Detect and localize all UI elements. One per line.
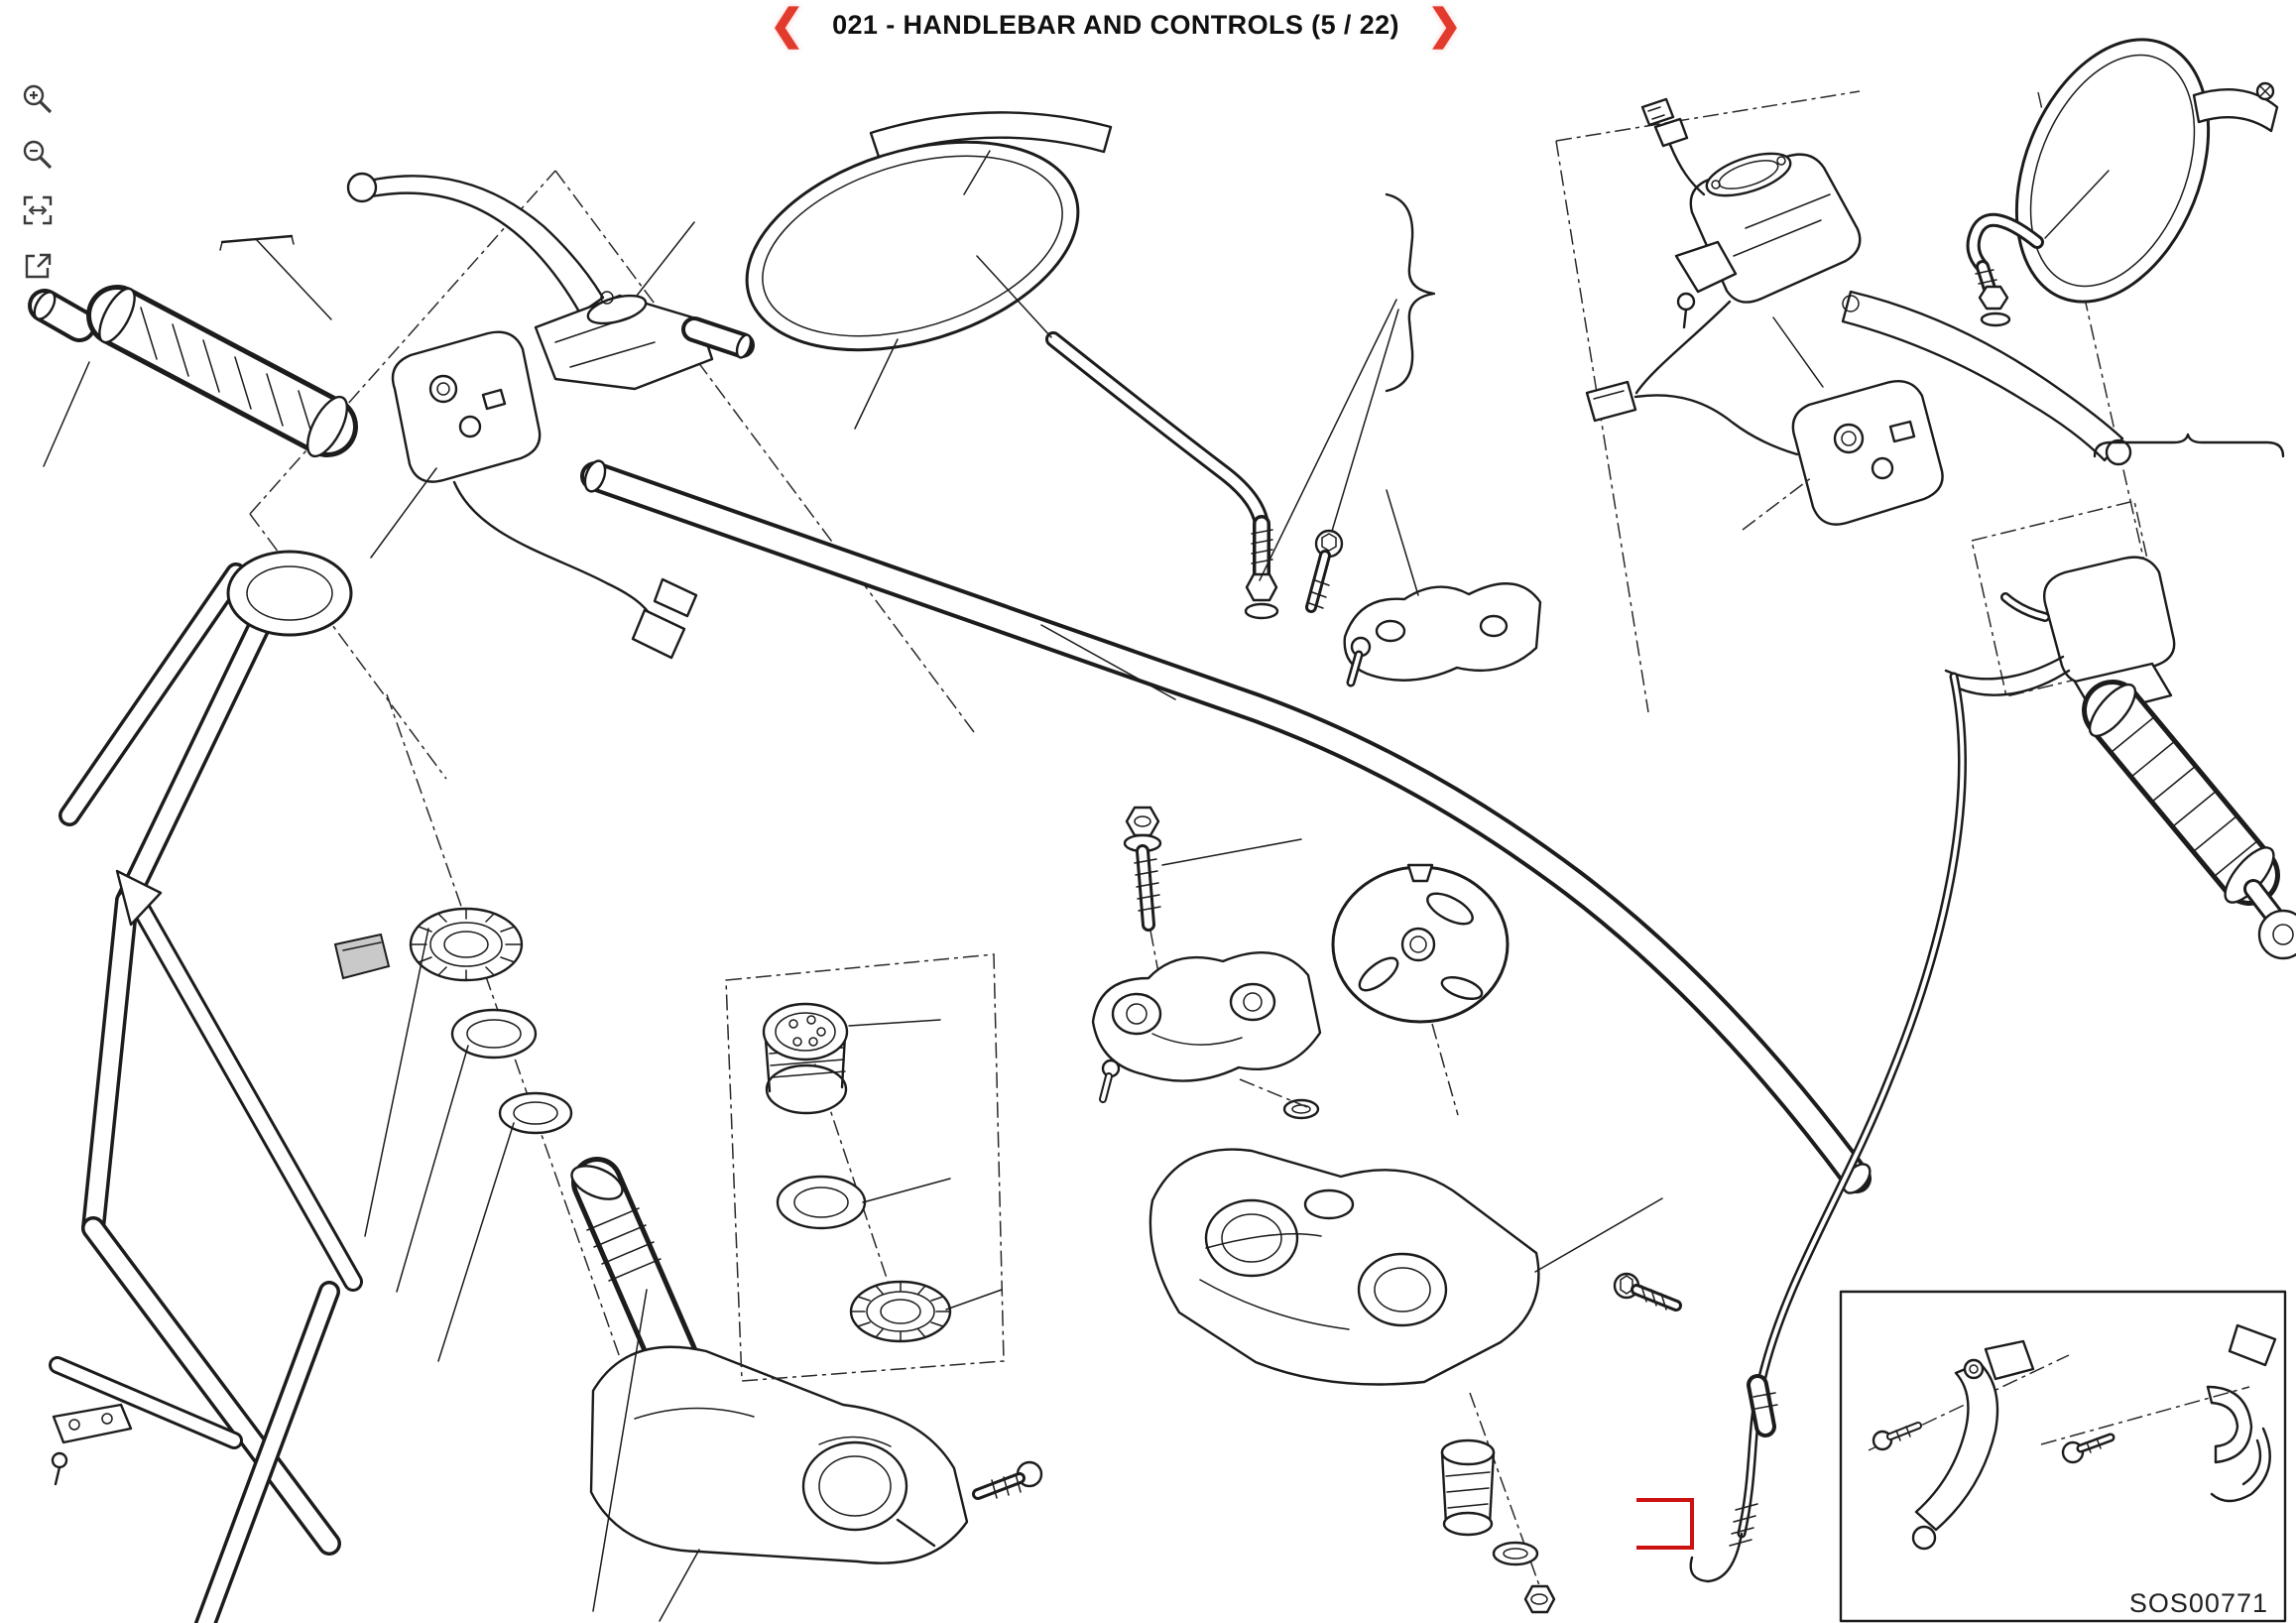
left-mirror-drawing [745, 111, 1436, 620]
fullscreen-icon [25, 253, 52, 279]
throttle-cable-drawing [1689, 672, 1967, 1583]
page-header: ❮ 021 - HANDLEBAR AND CONTROLS (5 / 22) … [0, 4, 2232, 46]
view-toolbar [18, 79, 58, 286]
left-switch-drawing [391, 330, 698, 660]
frame-drawing [49, 550, 391, 1623]
handlebar-drawing [580, 459, 1872, 1194]
mount-plate-drawing [1331, 863, 1510, 1116]
right-switch-drawing [1585, 316, 1944, 531]
zoom-in-button[interactable] [18, 79, 58, 119]
fit-screen-button[interactable] [18, 190, 58, 230]
fit-screen-icon [23, 195, 53, 225]
diagram-code: SOS00771 [2128, 1588, 2268, 1618]
highlight-marker [1636, 1498, 1694, 1550]
steering-stem-drawing [364, 907, 1043, 1622]
handlebar-clamp-drawing [1343, 489, 1542, 687]
previous-page-button[interactable]: ❮ [769, 1, 805, 48]
riser-clamp-drawing [1091, 951, 1322, 1120]
leader-lines [43, 221, 1176, 700]
clutch-lever-drawing [346, 172, 755, 391]
brake-master-drawing [1634, 152, 2285, 466]
lower-triple-clamp-drawing [1148, 1148, 1682, 1386]
left-grip-drawing [28, 285, 358, 458]
ignition-parts-drawing [725, 953, 1005, 1382]
next-page-button[interactable]: ❯ [1426, 1, 1463, 48]
page-title: 021 - HANDLEBAR AND CONTROLS (5 / 22) [832, 9, 1399, 40]
inset-detail-box [1839, 1290, 2287, 1623]
damper-parts-drawing [1440, 1392, 1556, 1614]
clamp-bolt-drawing [1123, 806, 1302, 1068]
zoom-out-button[interactable] [18, 135, 58, 175]
throttle-grip-drawing [1944, 500, 2296, 960]
right-mirror-drawing [1640, 38, 2279, 327]
zoom-out-icon [23, 140, 53, 170]
fullscreen-button[interactable] [18, 246, 58, 286]
zoom-in-icon [23, 84, 53, 114]
